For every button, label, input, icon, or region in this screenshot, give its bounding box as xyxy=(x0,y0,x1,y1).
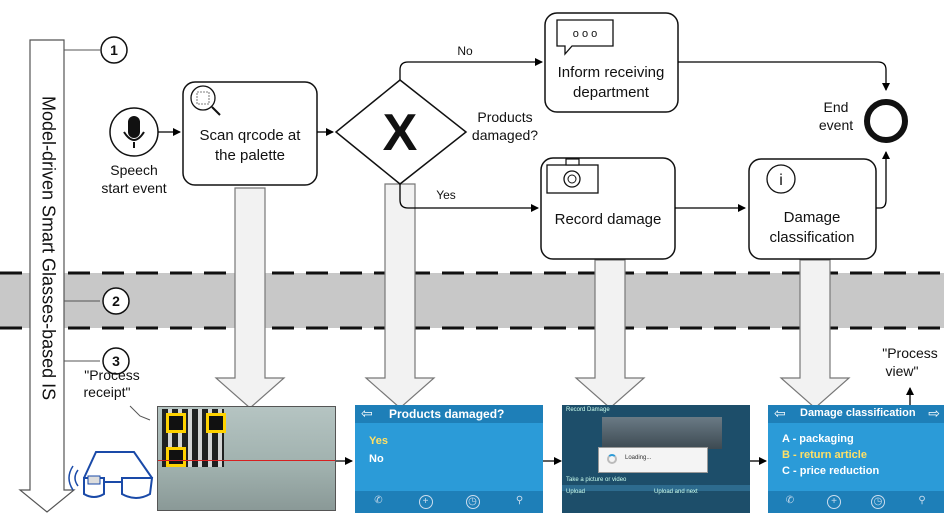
inform-task-label-2: department xyxy=(573,84,650,101)
end-event xyxy=(864,99,908,143)
down-arrow-gateway xyxy=(364,183,436,409)
phone-icon[interactable]: ✆ xyxy=(785,495,795,506)
layer-1-marker xyxy=(100,36,128,64)
down-arrow-classify xyxy=(779,259,851,409)
scan-line xyxy=(158,460,335,461)
vertical-is-label: Model-driven Smart Glasses-based IS xyxy=(38,96,58,400)
info-symbol: i xyxy=(779,172,783,189)
gateway-question-2: damaged? xyxy=(472,127,538,143)
qr-scan-screen xyxy=(157,406,336,511)
info-icon: i xyxy=(766,164,796,194)
clock-icon[interactable]: ◷ xyxy=(465,495,480,509)
magnifier-qr-icon xyxy=(190,85,221,116)
screen-header xyxy=(355,405,543,423)
down-arrow-scan xyxy=(214,187,286,409)
damage-classification-screen: ⇦ Damage classification ⇨ A - packaging … xyxy=(768,405,944,513)
flow-no-branch xyxy=(399,58,543,80)
scan-task-label-2: the palette xyxy=(215,147,285,164)
forward-arrow-icon[interactable]: ⇨ xyxy=(928,405,940,421)
flow-yes-branch xyxy=(399,184,539,212)
no-label: No xyxy=(457,44,473,58)
clock-icon[interactable]: ◷ xyxy=(871,495,885,509)
process-receipt-pointer xyxy=(129,405,151,421)
plus-icon[interactable]: + xyxy=(827,495,841,509)
record-header-text: Record Damage xyxy=(566,407,610,413)
wrench-icon[interactable]: ⚲ xyxy=(918,495,926,506)
camera-icon xyxy=(546,158,599,194)
record-damage-screen: Record Damage Loading... Take a picture … xyxy=(562,405,750,513)
phone-icon[interactable]: ✆ xyxy=(374,495,383,506)
layer-3-marker xyxy=(102,347,130,375)
down-arrow-record xyxy=(574,259,646,409)
scan-task-label-1: Scan qrcode at xyxy=(200,127,302,144)
hint-text: Take a picture or video xyxy=(566,477,627,483)
speech-start-event xyxy=(109,107,159,157)
qr-finder-bottom-left xyxy=(166,447,186,467)
classify-task-label-2: classification xyxy=(769,229,854,246)
loading-text: Loading... xyxy=(625,455,652,461)
flow-classify-to-end xyxy=(876,151,890,209)
layer-2-number: 2 xyxy=(112,293,120,309)
loading-spinner-icon xyxy=(607,454,617,464)
record-task-label: Record damage xyxy=(555,211,662,228)
qr-finder-top-right xyxy=(206,413,226,433)
smart-glasses-icon xyxy=(68,451,154,499)
process-receipt-label-2: receipt" xyxy=(84,384,131,400)
upload-next-button[interactable]: Upload and next xyxy=(654,489,698,495)
vertical-is-arrow: Model-driven Smart Glasses-based IS xyxy=(18,39,76,513)
plus-icon[interactable]: + xyxy=(418,495,433,509)
upload-bar xyxy=(562,485,750,491)
option-yes[interactable]: Yes xyxy=(369,435,388,447)
screen-header xyxy=(768,405,944,423)
speech-bubble-dots: o o o xyxy=(573,28,597,40)
back-arrow-icon[interactable]: ⇦ xyxy=(774,405,786,421)
upload-button[interactable]: Upload xyxy=(566,489,586,495)
end-event-label-2: event xyxy=(819,117,853,133)
layer-2-marker xyxy=(102,287,130,315)
gateway-question-1: Products xyxy=(477,109,532,125)
inform-task-label-1: Inform receiving xyxy=(558,64,665,81)
down-arrows xyxy=(214,183,851,409)
wrench-icon[interactable]: ⚲ xyxy=(515,495,524,506)
classify-task-label-1: Damage xyxy=(784,209,841,226)
start-event-label-2: start event xyxy=(101,180,166,196)
speech-bubble-icon: o o o xyxy=(556,19,614,56)
back-arrow-icon[interactable]: ⇦ xyxy=(361,405,373,421)
option-a[interactable]: A - packaging xyxy=(782,433,854,445)
screen-title: Products damaged? xyxy=(389,407,505,421)
products-damaged-screen: ⇦ Products damaged? Yes No ✆ + ◷ ⚲ xyxy=(355,405,543,513)
scan-task-box xyxy=(182,81,318,186)
end-event-label-1: End xyxy=(824,99,849,115)
process-receipt-label-1: "Process xyxy=(84,367,140,383)
option-b[interactable]: B - return article xyxy=(782,449,867,461)
yes-label: Yes xyxy=(436,188,456,202)
layer-1-number: 1 xyxy=(110,42,118,58)
qr-finder-top-left xyxy=(166,413,186,433)
option-c[interactable]: C - price reduction xyxy=(782,465,880,477)
layer-3-number: 3 xyxy=(112,353,120,369)
loading-dialog: Loading... xyxy=(598,447,708,473)
microphone-icon xyxy=(128,116,140,138)
option-no[interactable]: No xyxy=(369,453,384,465)
flow-inform-to-end xyxy=(678,61,890,91)
camera-preview xyxy=(602,417,722,449)
screen-title: Damage classification xyxy=(800,407,916,419)
process-view-label-2: view" xyxy=(886,363,919,379)
process-view-label-1: "Process xyxy=(882,345,938,361)
screen-footer: ✆ + ◷ ⚲ xyxy=(355,491,543,513)
start-event-label-1: Speech xyxy=(110,162,157,178)
screen-footer: ✆ + ◷ ⚲ xyxy=(768,491,944,513)
layer-2-band xyxy=(0,273,944,328)
gateway-x-symbol: X xyxy=(383,104,418,162)
